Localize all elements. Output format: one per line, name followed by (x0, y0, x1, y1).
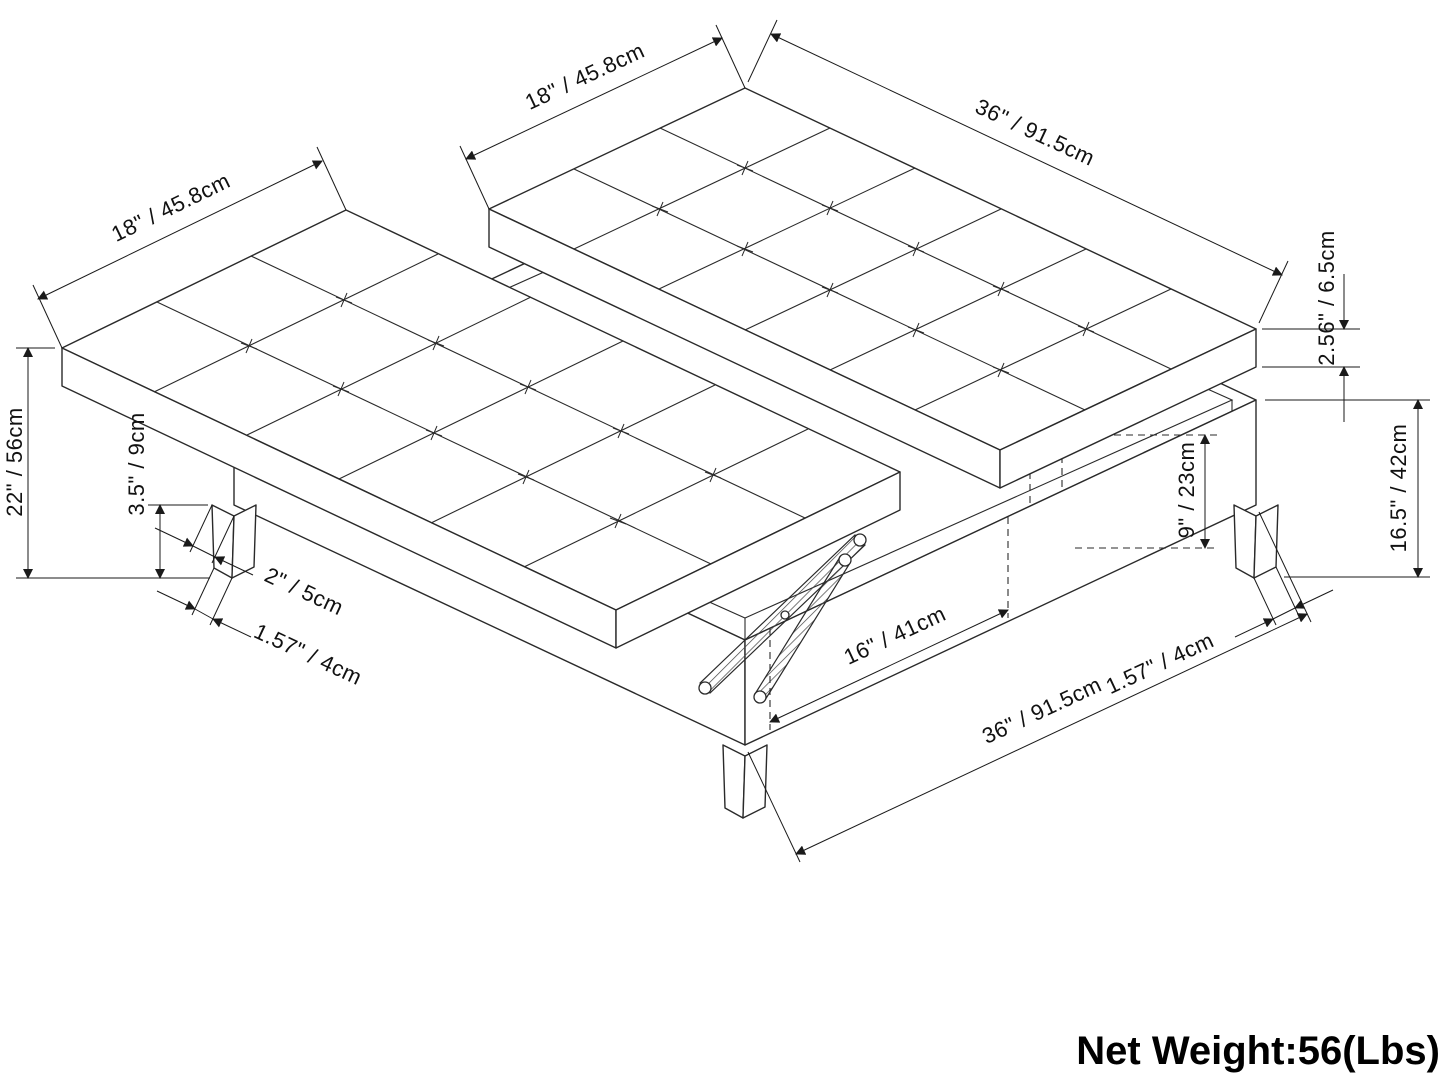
dim-cushion-length-top-label: 36" / 91.5cm (972, 94, 1099, 171)
legs (211, 504, 1279, 819)
left-cushion (61, 209, 901, 649)
left-leg (211, 504, 257, 579)
pivot-joint (853, 533, 867, 547)
dim-leg-bottom-width-right: 1.57" / 4cm (1102, 566, 1334, 699)
left-cushion-seams (153, 253, 809, 568)
pivot-joint (753, 690, 767, 704)
net-weight-label: Net Weight:56(Lbs) (1076, 1029, 1440, 1073)
dim-base-height: 16.5" / 42cm (1265, 399, 1430, 578)
dim-leg-bottom-width-left: 1.57" / 4cm (156, 567, 366, 690)
dim-storage-height-label: 9" / 23cm (1174, 442, 1199, 539)
dim-total-height: 22" / 56cm (2, 347, 205, 579)
pivot-joint (838, 553, 852, 567)
dim-base-height-label: 16.5" / 42cm (1386, 424, 1411, 553)
dim-leg-bottom-width-left-label: 1.57" / 4cm (250, 618, 366, 690)
dim-base-length-bottom-label: 36" / 91.5cm (978, 672, 1105, 749)
dim-leg-top-width-label: 2" / 5cm (261, 562, 348, 620)
dim-leg-height: 3.5" / 9cm (124, 412, 210, 579)
dim-cushion-thickness-label: 2.56" / 6.5cm (1314, 230, 1339, 365)
dim-cushion-thickness: 2.56" / 6.5cm (1262, 230, 1360, 422)
front-leg (722, 744, 768, 819)
dim-storage-height: 9" / 23cm (1075, 434, 1218, 549)
left-cushion-front-right-face (615, 471, 901, 649)
pivot-joint (780, 610, 790, 620)
dim-leg-bottom-width-right-label: 1.57" / 4cm (1102, 627, 1218, 699)
dim-leg-height-label: 3.5" / 9cm (124, 412, 149, 515)
right-leg (1233, 504, 1279, 579)
pivot-joint (698, 681, 712, 695)
dim-total-height-label: 22" / 56cm (2, 407, 27, 516)
